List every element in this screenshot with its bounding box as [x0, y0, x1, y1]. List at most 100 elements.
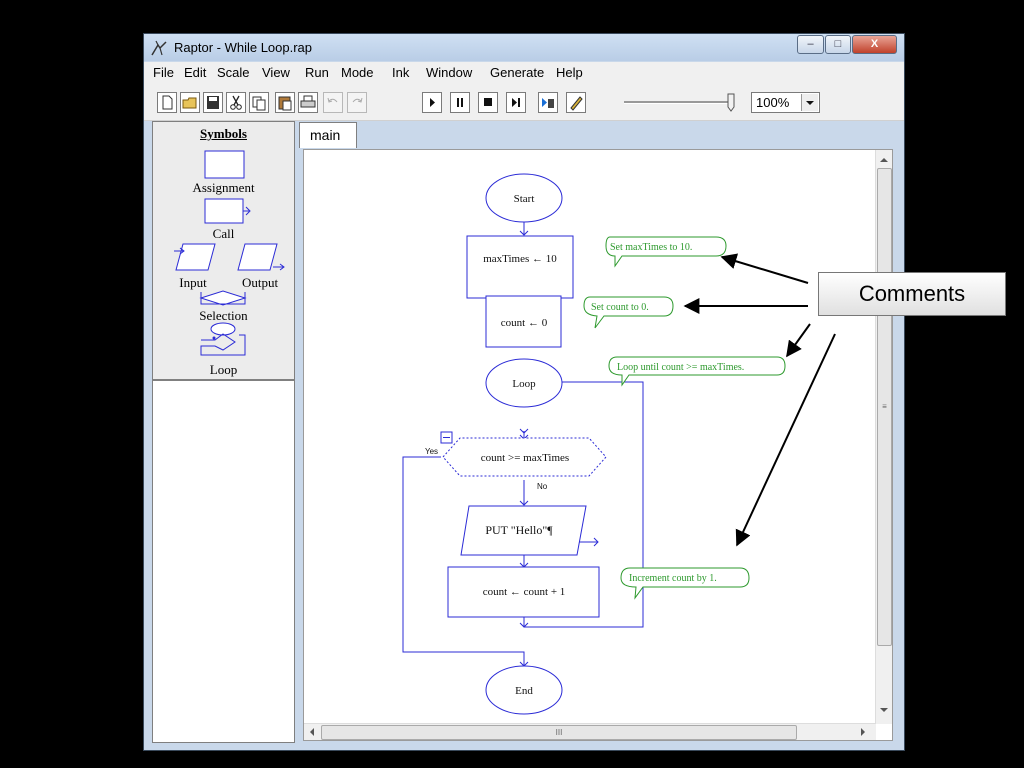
loop-node[interactable] — [485, 358, 563, 408]
loop-label: Loop — [512, 378, 536, 390]
title-bar[interactable]: Raptor - While Loop.rap – □ X — [144, 34, 904, 61]
pen-icon — [570, 96, 583, 111]
open-button[interactable] — [180, 92, 200, 113]
tab-main[interactable]: main — [299, 122, 357, 148]
step-button[interactable] — [506, 92, 526, 113]
stop-button[interactable] — [478, 92, 498, 113]
print-icon — [300, 95, 316, 108]
minimize-button[interactable]: – — [797, 35, 824, 54]
pen-button[interactable] — [566, 92, 586, 113]
output-hello-node[interactable] — [460, 505, 587, 556]
comment-count[interactable] — [583, 296, 674, 329]
redo-button[interactable] — [347, 92, 367, 113]
step-into-icon — [542, 98, 554, 108]
comment-increment[interactable] — [620, 567, 750, 600]
condition-label: count >= maxTimes — [481, 452, 569, 464]
window-title: Raptor - While Loop.rap — [174, 40, 313, 55]
symbols-title: Symbols — [200, 126, 247, 141]
end-label: End — [515, 685, 533, 697]
redo-icon — [352, 97, 363, 103]
comments-annotation-label: Comments — [818, 272, 1006, 316]
comment-count-text: Set count to 0. — [591, 302, 649, 313]
zoom-value: 100% — [756, 95, 790, 110]
raptor-app-icon — [151, 40, 167, 56]
input-symbol[interactable] — [175, 243, 216, 271]
menu-help[interactable]: Help — [556, 65, 583, 80]
cut-button[interactable] — [226, 92, 246, 113]
symbol-call-label: Call — [212, 226, 235, 241]
undo-button[interactable] — [323, 92, 343, 113]
menu-ink[interactable]: Ink — [392, 65, 410, 80]
menu-scale[interactable]: Scale — [217, 65, 250, 80]
horizontal-scroll-grip: III — [555, 728, 563, 737]
maximize-button[interactable]: □ — [825, 35, 851, 54]
speed-slider-track[interactable] — [624, 101, 730, 104]
condition-node[interactable] — [442, 437, 607, 477]
scroll-up-icon — [880, 158, 888, 162]
scroll-down-icon — [880, 708, 888, 712]
menu-mode[interactable]: Mode — [341, 65, 374, 80]
copy-button[interactable] — [249, 92, 269, 113]
zoom-select[interactable]: 100% — [751, 92, 820, 113]
assign-increment-node[interactable] — [447, 566, 600, 618]
flowchart-canvas[interactable]: Start maxTimes ← 10 count ← 0 Loop count… — [303, 149, 893, 741]
symbols-shapes — [174, 150, 285, 356]
vertical-scroll-grip: ≡ — [882, 402, 887, 411]
menu-generate[interactable]: Generate — [490, 65, 545, 80]
flowchart-diagram: Start maxTimes ← 10 count ← 0 Loop count… — [402, 173, 786, 715]
assign-count-node[interactable] — [485, 295, 562, 348]
menu-window[interactable]: Window — [426, 65, 473, 80]
horizontal-scrollbar[interactable]: III — [304, 723, 876, 740]
print-button[interactable] — [298, 92, 318, 113]
assign-maxtimes-node[interactable] — [466, 235, 574, 299]
pause-button[interactable] — [450, 92, 470, 113]
cut-icon — [230, 95, 242, 110]
output-symbol[interactable] — [237, 243, 278, 271]
symbol-selection-label: Selection — [199, 308, 248, 323]
assign1-label: maxTimes ← 10 — [483, 253, 557, 265]
menu-edit[interactable]: Edit — [184, 65, 207, 80]
symbol-assignment-label: Assignment — [192, 180, 255, 195]
menu-view[interactable]: View — [262, 65, 290, 80]
symbol-loop-label: Loop — [209, 362, 238, 377]
tab-main-label: main — [310, 127, 341, 143]
paste-button[interactable] — [275, 92, 295, 113]
step-icon — [512, 98, 520, 107]
save-button[interactable] — [203, 92, 223, 113]
start-label: Start — [514, 193, 535, 205]
yes-label: Yes — [425, 447, 438, 456]
assign3-label: count ← count + 1 — [483, 586, 566, 598]
toolbar: 100% — [144, 84, 904, 121]
speed-slider-thumb[interactable] — [727, 93, 735, 112]
comment-maxtimes[interactable] — [605, 236, 727, 268]
zoom-dropdown-button[interactable] — [801, 94, 818, 111]
chevron-down-icon — [806, 101, 814, 105]
pause-icon — [457, 98, 463, 107]
assign2-label: count ← 0 — [501, 317, 548, 329]
start-node[interactable] — [485, 173, 563, 223]
symbol-input-label: Input — [179, 275, 207, 290]
new-file-icon — [162, 95, 173, 110]
loop-symbol[interactable] — [210, 322, 236, 336]
play-icon — [430, 98, 435, 107]
new-file-button[interactable] — [157, 92, 177, 113]
horizontal-scroll-thumb[interactable]: III — [321, 725, 797, 740]
copy-icon — [252, 96, 266, 111]
menu-bar: File Edit Scale View Run Mode Ink Window… — [144, 62, 904, 84]
close-button[interactable]: X — [852, 35, 897, 54]
open-folder-icon — [182, 97, 197, 109]
assignment-symbol[interactable] — [204, 150, 245, 179]
paste-icon — [278, 96, 292, 111]
output-label: PUT "Hello"¶ — [485, 523, 553, 537]
end-node[interactable] — [485, 665, 563, 715]
comment-loop[interactable] — [608, 356, 786, 387]
play-button[interactable] — [422, 92, 442, 113]
comment-loop-text: Loop until count >= maxTimes. — [617, 362, 744, 373]
menu-file[interactable]: File — [153, 65, 174, 80]
symbol-output-label: Output — [241, 275, 279, 290]
symbols-palette: Symbols Assignment Call Input Output Sel… — [153, 122, 294, 381]
step-into-button[interactable] — [538, 92, 558, 113]
menu-run[interactable]: Run — [305, 65, 329, 80]
stop-icon — [484, 98, 492, 106]
undo-icon — [327, 97, 338, 103]
